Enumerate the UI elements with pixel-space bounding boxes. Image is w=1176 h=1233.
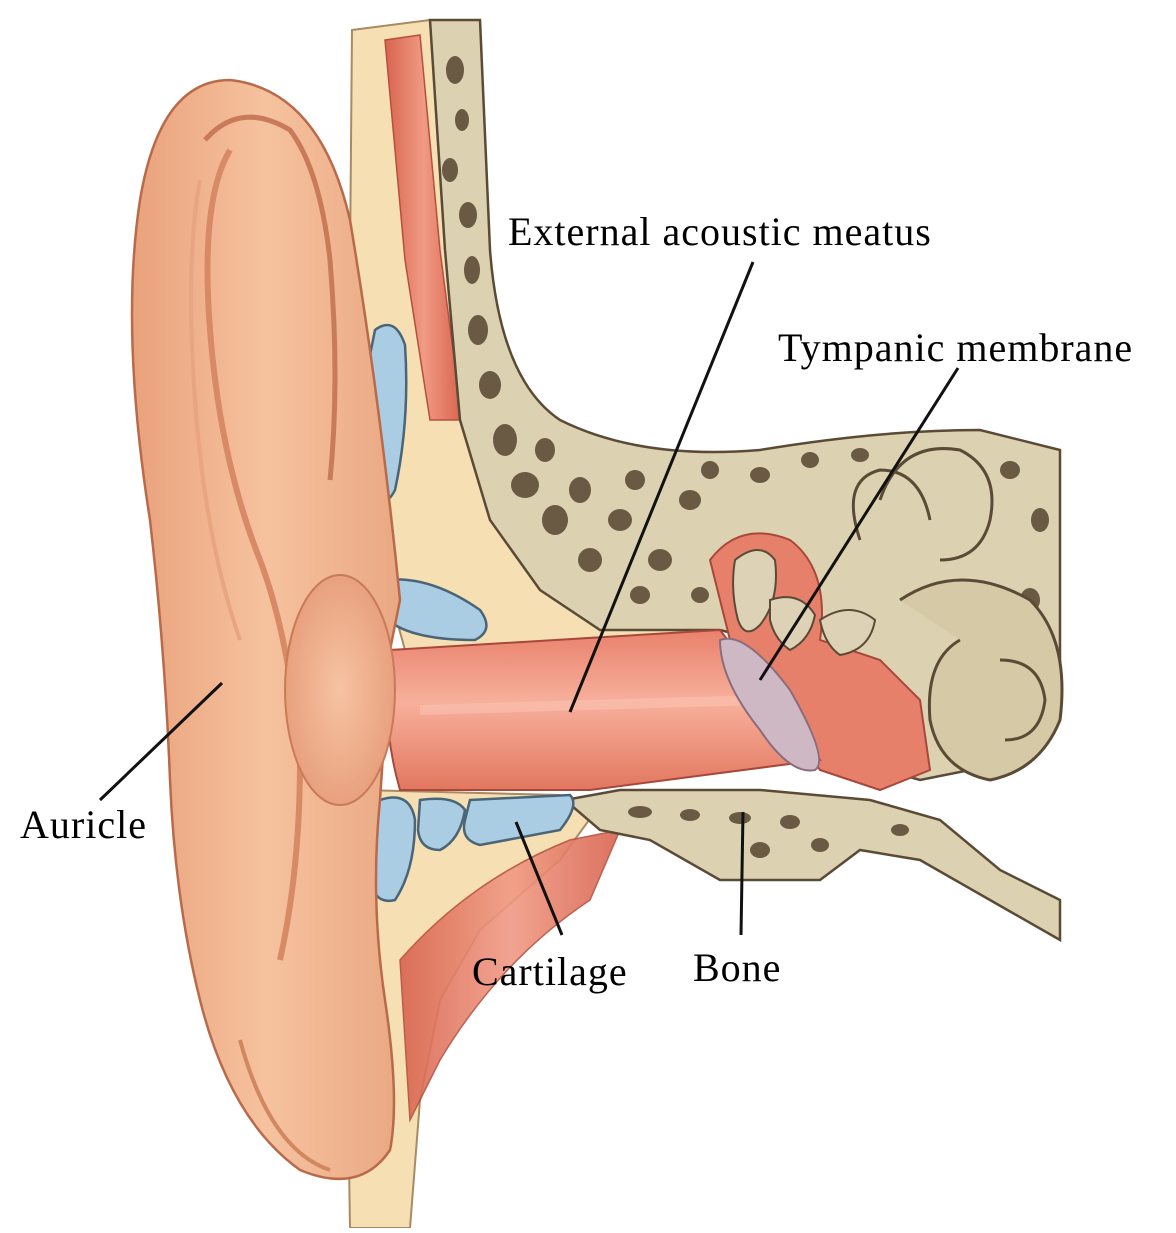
label-cartilage: Cartilage [472,952,628,992]
label-auricle: Auricle [20,805,147,845]
label-external-acoustic-meatus: External acoustic meatus [508,212,932,252]
concha [285,575,395,805]
leader-bone [741,812,743,935]
label-bone: Bone [693,948,781,988]
label-tympanic-membrane: Tympanic membrane [778,328,1133,368]
